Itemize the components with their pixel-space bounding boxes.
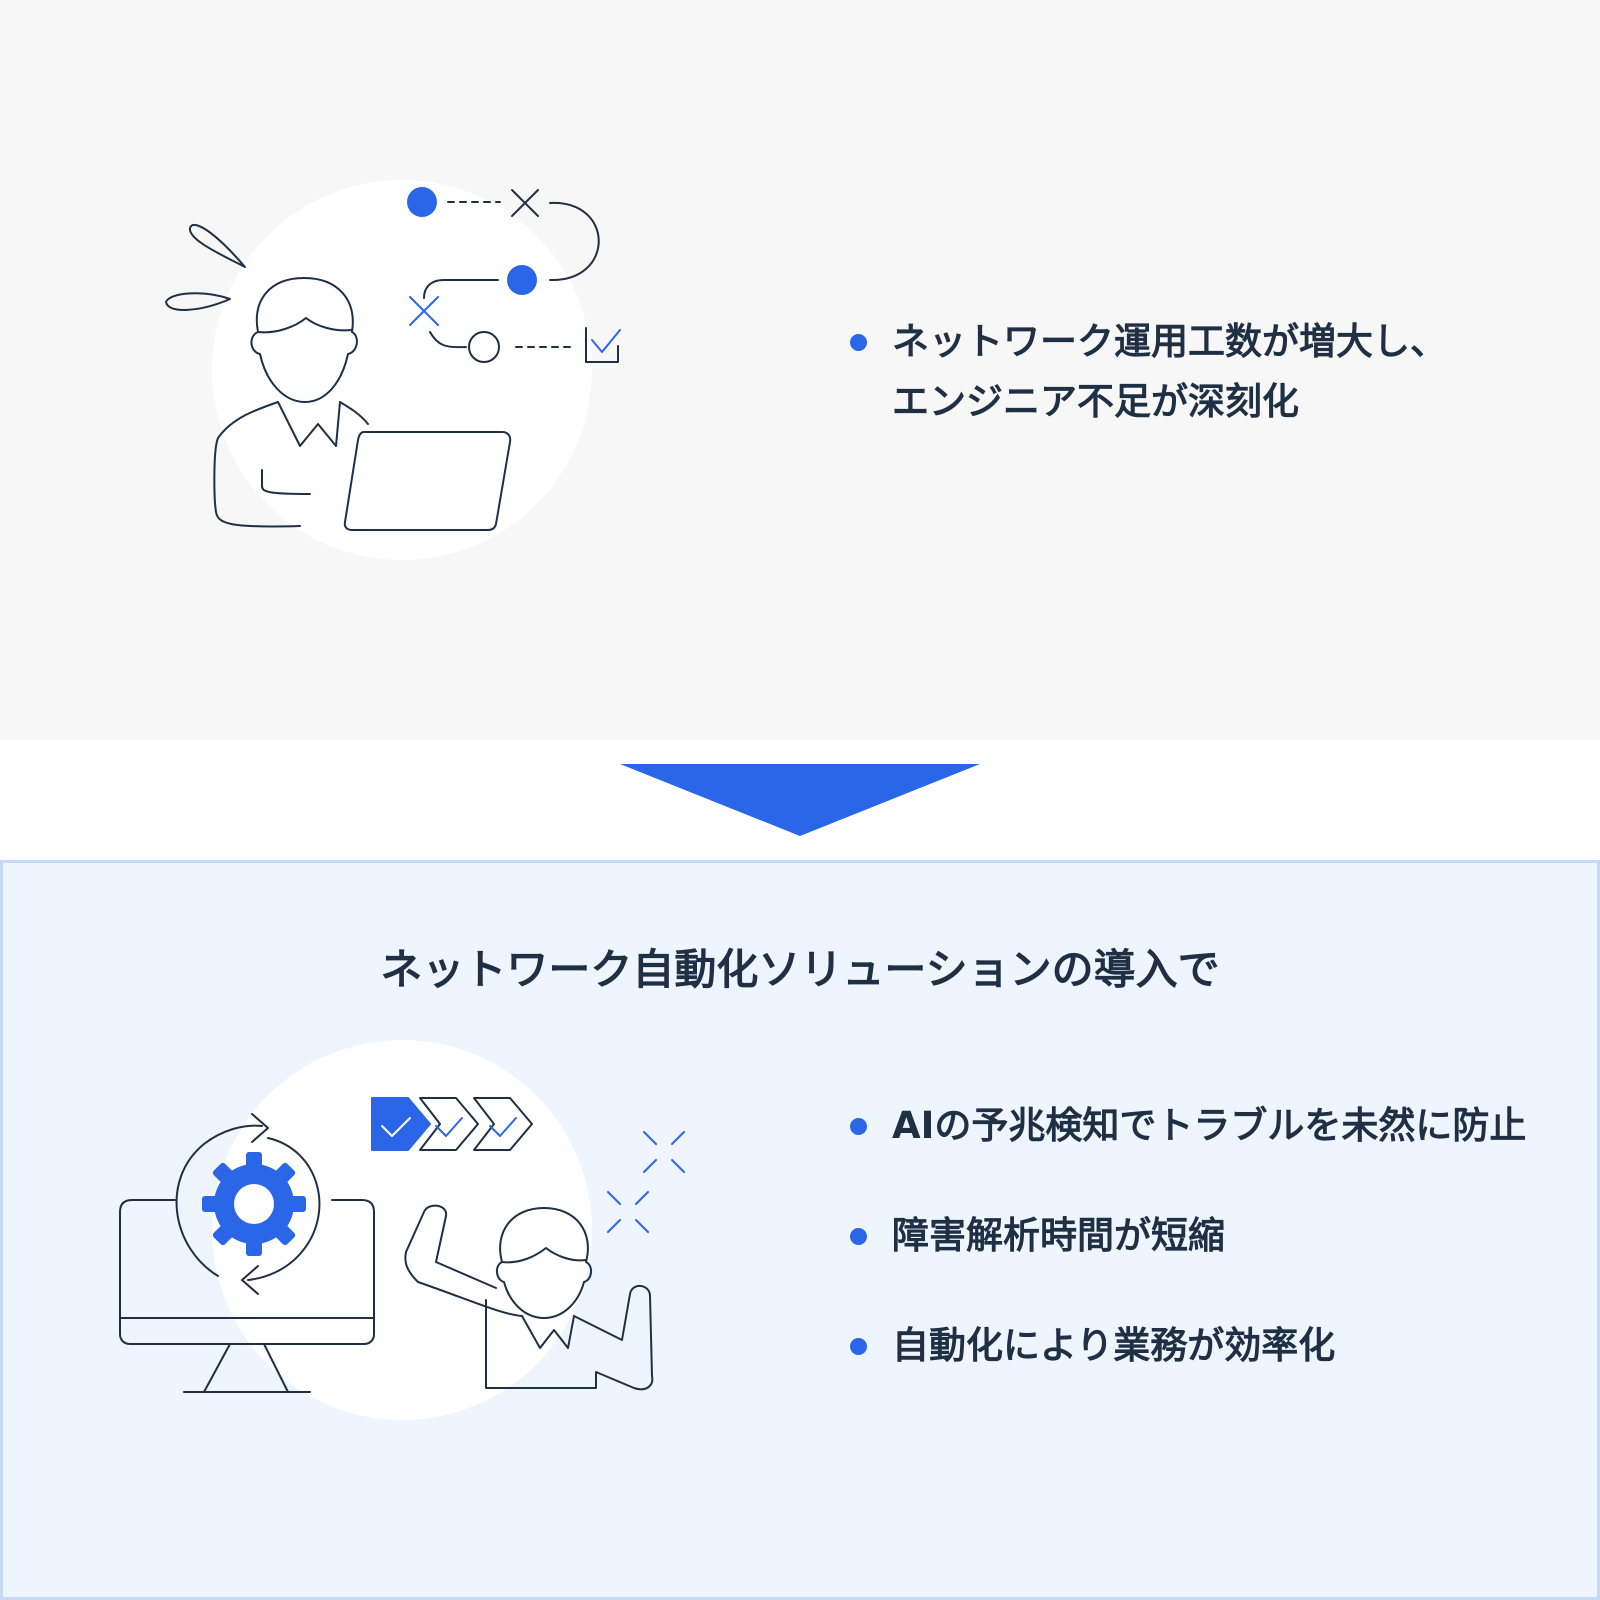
down-arrow-icon: [620, 764, 980, 838]
problem-bullet-list: ネットワーク運用工数が増大し、 エンジニア不足が深刻化: [846, 312, 1447, 432]
bullet-dot-icon: [850, 1338, 867, 1355]
person-shoulder: [339, 401, 369, 425]
flow-node-start: [407, 187, 437, 217]
problem-text-line-2: エンジニア不足が深刻化: [892, 380, 1299, 423]
solution-bullet-list: AIの予兆検知でトラブルを未然に防止 障害解析時間が短縮 自動化により業務が効率…: [846, 1096, 1526, 1426]
person-collar: [521, 1315, 575, 1349]
sparkle-icon: [607, 1131, 685, 1233]
person-arm: [261, 469, 311, 495]
person-hair: [257, 317, 353, 334]
checkbox-icon: [585, 327, 619, 363]
problem-bullet-item: ネットワーク運用工数が増大し、 エンジニア不足が深刻化: [846, 312, 1447, 432]
refresh-arrow-icon: [175, 1124, 263, 1277]
step-chevron-icon: [371, 1097, 431, 1151]
step-chevron-icon: [419, 1097, 479, 1151]
check-icon: [591, 329, 621, 353]
person-head: [250, 277, 358, 403]
sweat-drop-icon: [189, 223, 246, 268]
solution-bullet-item: AIの予兆検知でトラブルを未然に防止: [846, 1096, 1526, 1156]
flow-node-end: [468, 331, 500, 363]
laptop-icon: [343, 431, 512, 531]
person-body: [213, 401, 301, 528]
problem-section: ネットワーク運用工数が増大し、 エンジニア不足が深刻化: [0, 0, 1600, 740]
solution-bullet-text: AIの予兆検知でトラブルを未然に防止: [892, 1104, 1527, 1147]
cross-icon: [409, 296, 439, 326]
monitor-icon: [119, 1199, 375, 1345]
person-hair: [501, 1247, 587, 1264]
sweat-drop-icon: [165, 292, 231, 311]
solution-bullet-text: 障害解析時間が短縮: [892, 1214, 1225, 1257]
solution-bullet-item: 自動化により業務が効率化: [846, 1316, 1526, 1376]
bullet-dot-icon: [850, 334, 867, 351]
refresh-arrow-icon: [247, 1137, 321, 1281]
person-collar: [277, 401, 341, 447]
person-head: [496, 1207, 592, 1319]
solution-bullet-item: 障害解析時間が短縮: [846, 1206, 1526, 1266]
bullet-dot-icon: [850, 1118, 867, 1135]
stressed-engineer-illustration: [150, 170, 630, 570]
step-chevron-icon: [473, 1097, 533, 1151]
person-body: [485, 1285, 654, 1391]
background-circle: [212, 180, 592, 560]
automation-illustration: [110, 1036, 700, 1426]
background-circle: [212, 1040, 592, 1420]
solution-title: ネットワーク自動化ソリューションの導入で: [380, 945, 1220, 994]
cross-icon: [511, 189, 539, 217]
problem-text-line-1: ネットワーク運用工数が増大し、: [892, 320, 1447, 363]
solution-bullet-text: 自動化により業務が効率化: [892, 1324, 1336, 1367]
flow-node-mid: [507, 265, 537, 295]
bullet-dot-icon: [850, 1228, 867, 1245]
